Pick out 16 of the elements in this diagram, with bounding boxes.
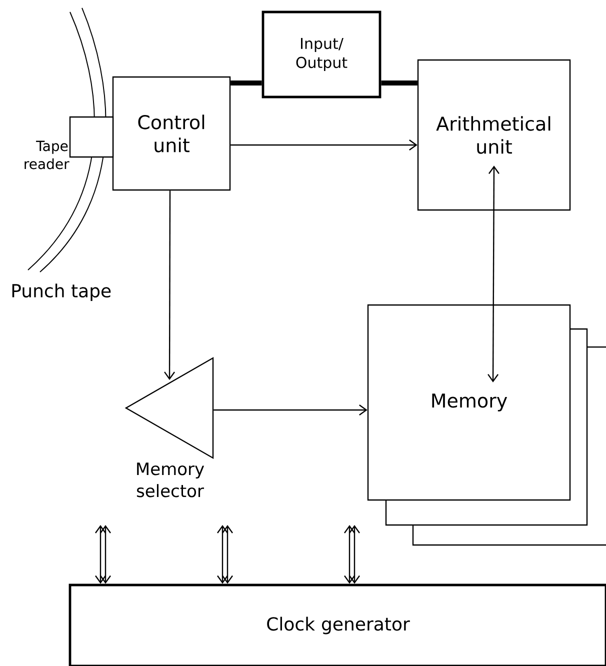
process-box: Clock generator [68,584,606,666]
node-label: Tape reader [24,140,70,170]
process-box: Arithmetical unit [417,59,571,211]
arrow [95,525,111,584]
process-box: Control unit [112,76,231,191]
arrow [214,404,368,416]
arrow [230,140,418,150]
process-box: Input/ Output [262,10,382,98]
arrow [217,525,233,584]
memory-stack-drawing: Memory [367,304,606,546]
arrow [344,525,360,584]
tape-label: Punch tape [12,284,111,302]
arrow [164,190,175,380]
node-label: Memory selector [136,462,204,498]
reader-box [69,116,114,158]
arrow [488,166,500,382]
